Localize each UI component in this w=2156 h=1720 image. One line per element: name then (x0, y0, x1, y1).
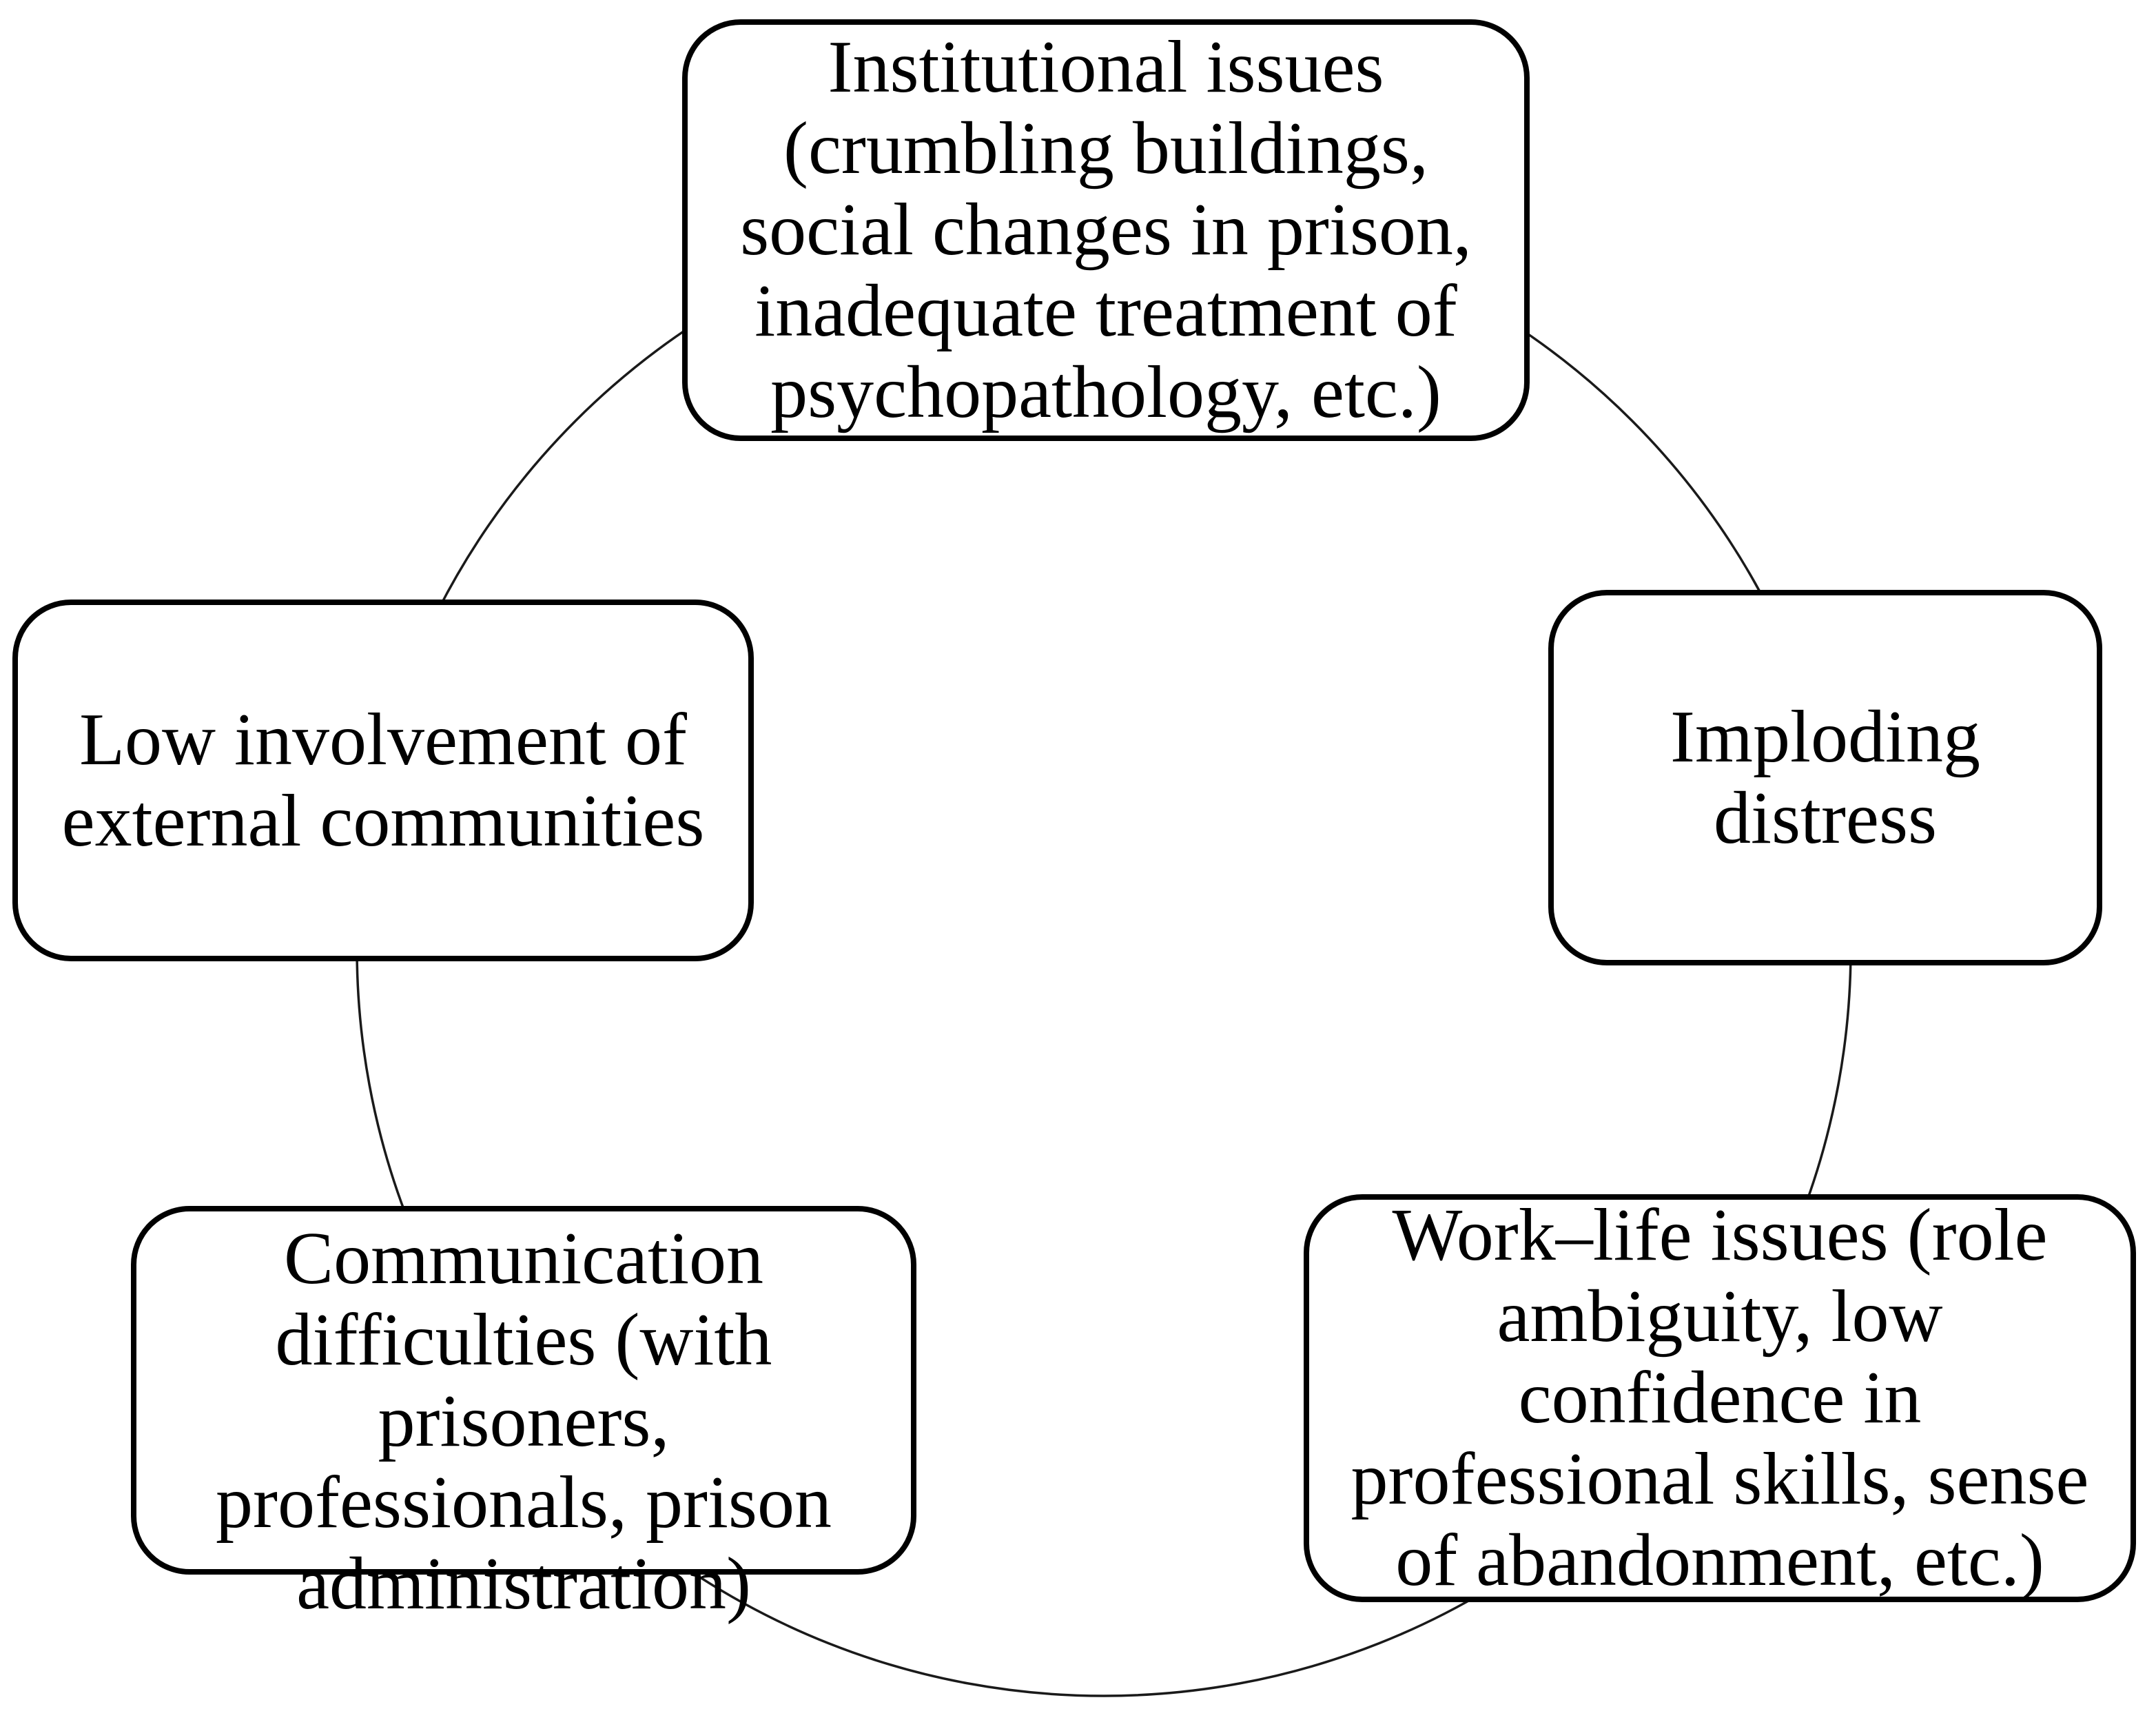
node-text-line: Low involvement of (79, 698, 687, 781)
node-low-involvement: Low involvement of external communities (12, 600, 754, 961)
node-communication-difficulties: Communication difficulties (with prisone… (131, 1206, 916, 1625)
node-text-line: Communication (284, 1218, 763, 1300)
node-text-line: professionals, prison (216, 1462, 832, 1544)
node-text-line: prisoners, (378, 1380, 670, 1462)
node-text-line: Work–life issues (role (1392, 1194, 2048, 1276)
node-text-line: distress (1714, 777, 1937, 859)
node-text-line: external communities (61, 779, 705, 862)
node-text-line: social changes in prison, (740, 189, 1472, 271)
node-text-line: confidence in (1518, 1357, 1922, 1439)
node-text-line: administration) (296, 1543, 751, 1625)
node-text-line: of abandonment, etc.) (1395, 1519, 2044, 1601)
node-text-line: inadequate treatment of (754, 270, 1457, 352)
node-text-line: Imploding (1670, 695, 1980, 778)
node-text-line: difficulties (with (275, 1299, 772, 1381)
node-text-line: Institutional issues (828, 26, 1384, 108)
node-text-line: (crumbling buildings, (783, 108, 1428, 190)
node-text-line: professional skills, sense (1351, 1438, 2089, 1520)
node-text-line: psychopathology, etc.) (770, 351, 1441, 433)
node-work-life-issues: Work–life issues (role ambiguity, low co… (1304, 1194, 2136, 1602)
node-institutional-issues: Institutional issues (crumbling building… (682, 19, 1530, 441)
node-text-line: ambiguity, low (1497, 1276, 1943, 1358)
node-imploding-distress: Imploding distress (1548, 590, 2102, 965)
